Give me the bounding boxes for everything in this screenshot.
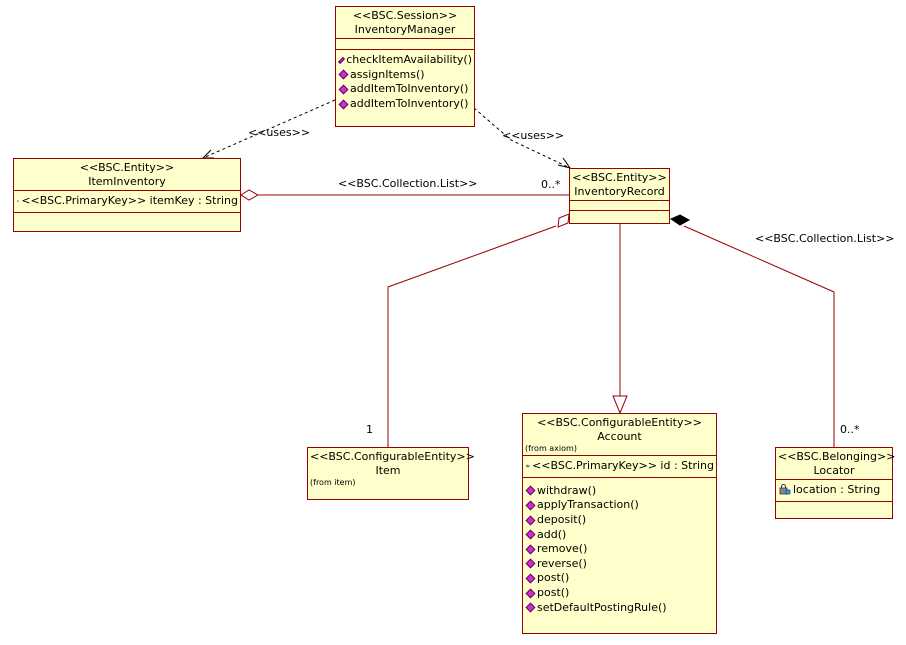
class-item[interactable]: <<BSC.ConfigurableEntity>> Item (from it… (307, 447, 475, 500)
operation-icon (525, 485, 536, 496)
multiplicity-record: 0..* (541, 178, 561, 191)
aggregation-diamond-record-item (557, 213, 570, 228)
attribute-label: location : String (793, 483, 881, 497)
operation-compartment (570, 210, 669, 220)
operation-row: remove() (525, 542, 714, 557)
uses-dependency-right (473, 107, 571, 169)
operation-icon (525, 544, 536, 555)
composition-diamond (669, 214, 691, 226)
uses-dependency-left (202, 99, 336, 159)
operation-label: assignItems() (350, 67, 425, 81)
operation-compartment: withdraw() applyTransaction() deposit() … (523, 476, 716, 618)
stereotype: <<BSC.Session>> (352, 9, 458, 22)
attribute-row: <<BSC.PrimaryKey>> id : String (526, 459, 714, 474)
operation-icon (338, 99, 349, 110)
operation-icon (525, 602, 536, 613)
operation-row: withdraw() (525, 483, 714, 499)
attribute-label: <<BSC.PrimaryKey>> itemKey : String (21, 194, 238, 208)
attribute-row: location : String (779, 483, 890, 498)
operation-compartment: checkItemAvailability() assignItems() ad… (336, 49, 474, 114)
class-name: InventoryRecord (574, 185, 665, 198)
operation-row: post() (525, 571, 714, 586)
stereotype: <<BSC.Belonging>> (778, 450, 896, 463)
operation-label: add() (537, 527, 567, 541)
generalization-triangle (612, 395, 628, 415)
attribute-compartment: <<BSC.PrimaryKey>> id : String (523, 455, 716, 477)
operation-label: applyTransaction() (537, 498, 639, 512)
operation-row: applyTransaction() (525, 498, 714, 513)
operation-icon (337, 56, 346, 64)
operation-row: setDefaultPostingRule() (525, 600, 714, 615)
operation-row: deposit() (525, 513, 714, 528)
operation-row: post() (525, 586, 714, 601)
aggregation-item-line (387, 225, 557, 447)
aggregation-diamond-item-inventory (240, 189, 260, 201)
operation-icon (525, 558, 536, 569)
multiplicity-item: 1 (366, 423, 373, 436)
operation-icon (525, 515, 536, 526)
attribute-compartment (570, 200, 669, 210)
operation-label: addItemToInventory() (350, 97, 469, 111)
operation-compartment (776, 500, 892, 512)
operation-label: setDefaultPostingRule() (537, 600, 667, 614)
stereotype: <<BSC.Entity>> (572, 171, 667, 184)
operation-label: post() (537, 586, 570, 600)
operation-label: remove() (537, 542, 588, 556)
operation-compartment (14, 211, 240, 223)
operation-row: addItemToInventory() (338, 82, 472, 97)
composition-locator-line (683, 225, 835, 447)
class-name: Item (375, 464, 401, 477)
operation-row: checkItemAvailability() (337, 53, 472, 68)
attribute-label: <<BSC.PrimaryKey>> id : String (532, 459, 714, 473)
operation-icon (525, 588, 536, 598)
class-inventory-record[interactable]: <<BSC.Entity>> InventoryRecord (569, 168, 670, 224)
class-name: Account (597, 430, 642, 443)
operation-icon (338, 69, 349, 80)
attribute-compartment (336, 38, 474, 49)
operation-row: assignItems() (338, 67, 472, 83)
operation-icon (525, 529, 536, 540)
operation-label: checkItemAvailability() (346, 53, 472, 67)
class-item-inventory[interactable]: <<BSC.Entity>> ItemInventory <<BSC.Prima… (13, 158, 241, 232)
class-account[interactable]: <<BSC.ConfigurableEntity>> Account (from… (522, 413, 717, 634)
class-name: InventoryManager (354, 23, 456, 36)
attribute-compartment: location : String (776, 479, 892, 501)
collection-list-label-right: <<BSC.Collection.List>> (755, 232, 895, 245)
operation-label: post() (537, 571, 570, 585)
package-origin: (from axiom) (525, 444, 577, 453)
operation-row: addItemToInventory() (338, 97, 472, 112)
operation-label: reverse() (537, 556, 587, 570)
operation-row: add() (525, 527, 714, 542)
attribute-row: <<BSC.PrimaryKey>> itemKey : String (17, 194, 238, 209)
primary-key-lock-icon (526, 464, 530, 468)
class-name: Locator (813, 464, 855, 477)
operation-label: withdraw() (537, 483, 597, 497)
uses-label-right: <<uses>> (502, 129, 565, 142)
collection-list-label-top: <<BSC.Collection.List>> (338, 177, 478, 190)
operation-label: addItemToInventory() (350, 82, 469, 96)
class-locator[interactable]: <<BSC.Belonging>> Locator location : Str… (775, 447, 896, 519)
stereotype: <<BSC.ConfigurableEntity>> (310, 450, 475, 463)
stereotype: <<BSC.ConfigurableEntity>> (537, 416, 702, 429)
primary-key-lock-icon (17, 200, 20, 203)
attribute-compartment: <<BSC.PrimaryKey>> itemKey : String (14, 190, 240, 212)
class-inventory-manager[interactable]: <<BSC.Session>> InventoryManager checkIt… (335, 6, 475, 127)
operation-icon (525, 500, 536, 511)
stereotype: <<BSC.Entity>> (79, 161, 175, 174)
private-attribute-lock-icon (779, 484, 791, 495)
operation-icon (338, 84, 349, 95)
package-origin: (from item) (310, 478, 356, 487)
operation-row: reverse() (525, 556, 714, 572)
uses-label-left: <<uses>> (248, 126, 311, 139)
class-name: ItemInventory (88, 175, 166, 188)
multiplicity-locator: 0..* (840, 423, 860, 436)
operation-label: deposit() (537, 513, 587, 527)
operation-icon (525, 573, 536, 584)
